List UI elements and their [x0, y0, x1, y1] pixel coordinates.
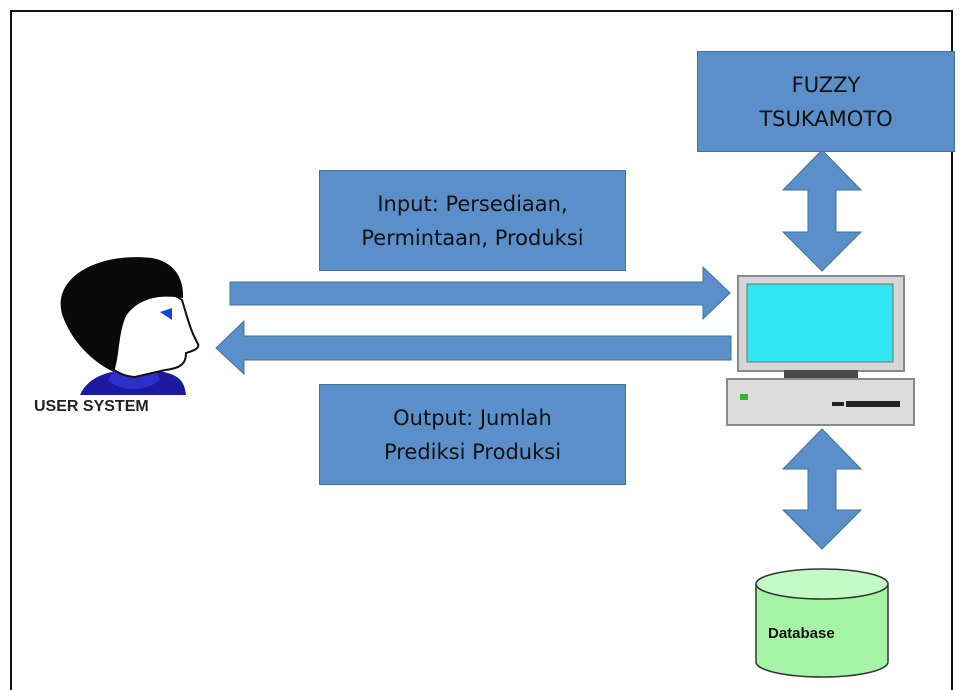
output-box: Output: Jumlah Prediksi Produksi	[319, 384, 626, 485]
diagram-frame	[10, 10, 953, 690]
user-head-icon	[60, 257, 200, 395]
computer-database-arrow	[781, 428, 863, 550]
user-system-label: USER SYSTEM	[34, 398, 149, 415]
output-arrow	[215, 319, 732, 376]
input-box: Input: Persediaan, Permintaan, Produksi	[319, 170, 626, 271]
database-label: Database	[768, 625, 835, 642]
fuzzy-tsukamoto-box: FUZZY TSUKAMOTO	[697, 51, 955, 152]
fuzzy-computer-arrow	[781, 149, 863, 272]
input-arrow	[229, 265, 731, 321]
database-cylinder-icon	[755, 568, 889, 678]
desktop-computer-icon	[726, 275, 915, 426]
